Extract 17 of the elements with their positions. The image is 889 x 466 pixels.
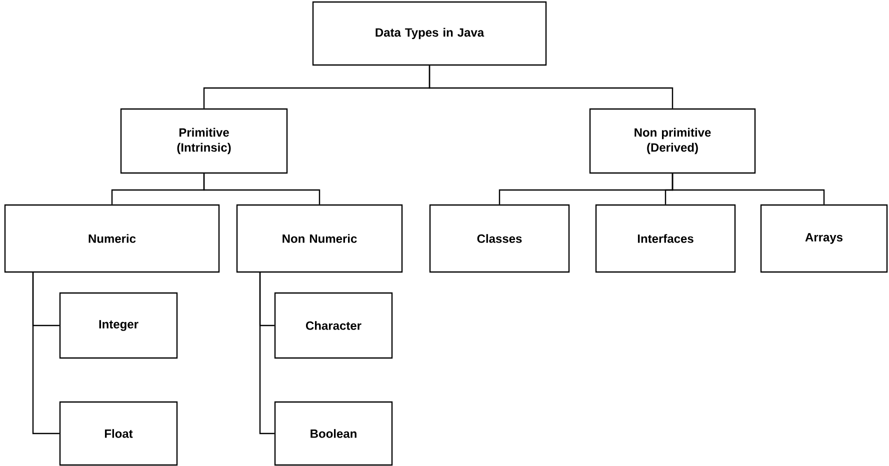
- category-box: Boolean: [274, 401, 393, 466]
- category-box: Non Numeric: [236, 204, 403, 273]
- connector-line: [672, 174, 825, 204]
- category-box: Float: [59, 401, 178, 466]
- category-box: Character: [274, 292, 393, 359]
- category-box: Integer: [59, 292, 178, 359]
- connector-line: [259, 272, 274, 434]
- category-box: Non primitive (Derived): [589, 108, 756, 174]
- connector-line: [203, 174, 320, 204]
- category-box: Classes: [429, 204, 570, 273]
- connector-line: [428, 66, 674, 108]
- category-box: Interfaces: [595, 204, 736, 273]
- category-box: Arrays: [760, 204, 888, 273]
- category-box: Numeric: [4, 204, 220, 273]
- category-box: Primitive (Intrinsic): [120, 108, 288, 174]
- category-box: Data Types in Java: [312, 1, 547, 66]
- connector-line: [32, 272, 60, 434]
